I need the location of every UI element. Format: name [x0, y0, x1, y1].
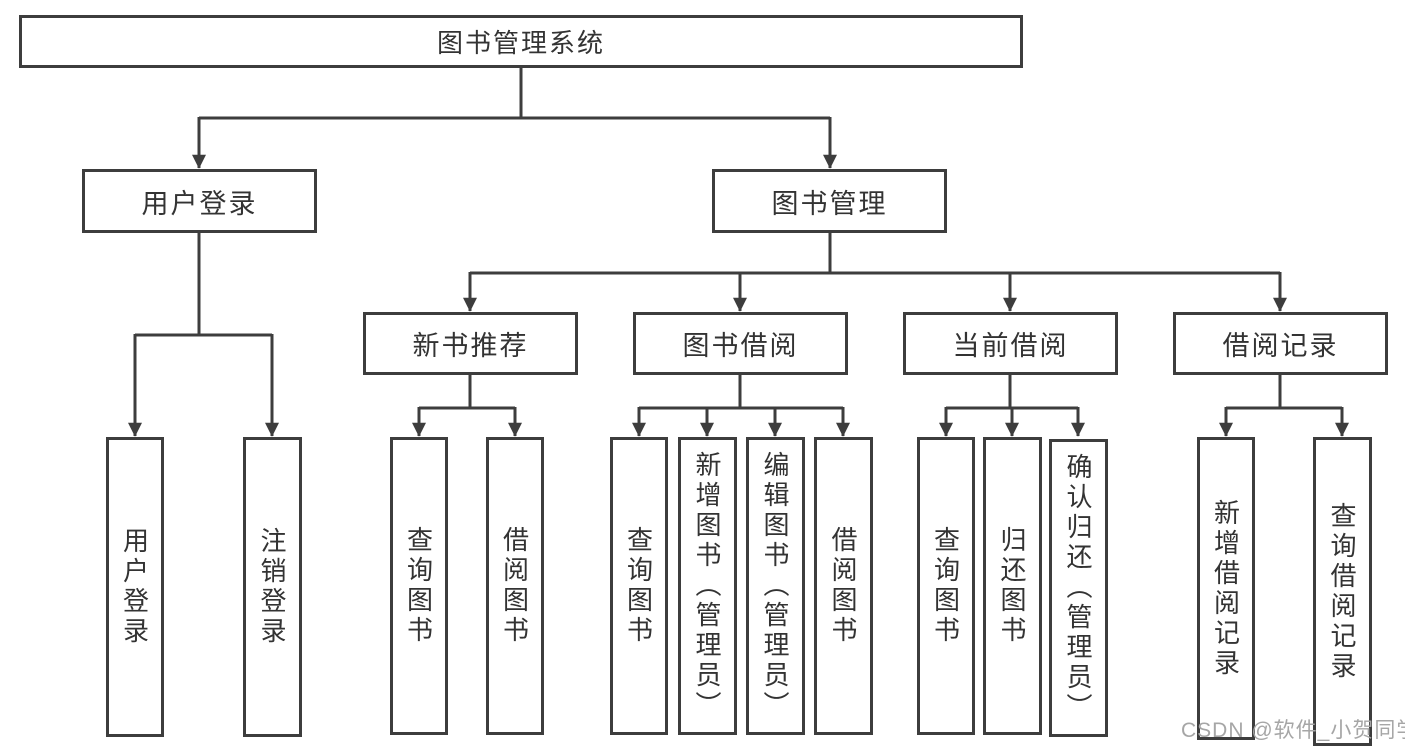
leaf-add-borrow-record: 新增借阅记录	[1197, 437, 1255, 740]
node-user-login: 用户登录	[82, 169, 317, 233]
leaf-query-book-borrow: 查询图书	[610, 437, 668, 735]
node-new-book-recommend: 新书推荐	[363, 312, 578, 375]
node-current-borrow: 当前借阅	[903, 312, 1118, 375]
leaf-user-login: 用户登录	[106, 437, 164, 737]
leaf-query-borrow-record: 查询借阅记录	[1313, 437, 1372, 746]
leaf-logout: 注销登录	[243, 437, 302, 737]
leaf-query-book-recommend: 查询图书	[390, 437, 448, 735]
leaf-edit-book-admin: 编辑图书（管理员）	[746, 437, 805, 735]
node-book-management: 图书管理	[712, 169, 947, 233]
leaf-borrow-book-recommend: 借阅图书	[486, 437, 544, 735]
leaf-return-book: 归还图书	[983, 437, 1042, 735]
leaf-confirm-return-admin: 确认归还（管理员）	[1049, 439, 1108, 737]
node-borrow-records: 借阅记录	[1173, 312, 1388, 375]
leaf-borrow-book-borrow: 借阅图书	[814, 437, 873, 735]
csdn-watermark: CSDN @软件_小贺同学	[1181, 719, 1405, 742]
leaf-query-book-current: 查询图书	[917, 437, 975, 735]
node-book-borrow: 图书借阅	[633, 312, 848, 375]
node-root-system: 图书管理系统	[19, 15, 1023, 68]
leaf-add-book-admin: 新增图书（管理员）	[678, 437, 737, 735]
